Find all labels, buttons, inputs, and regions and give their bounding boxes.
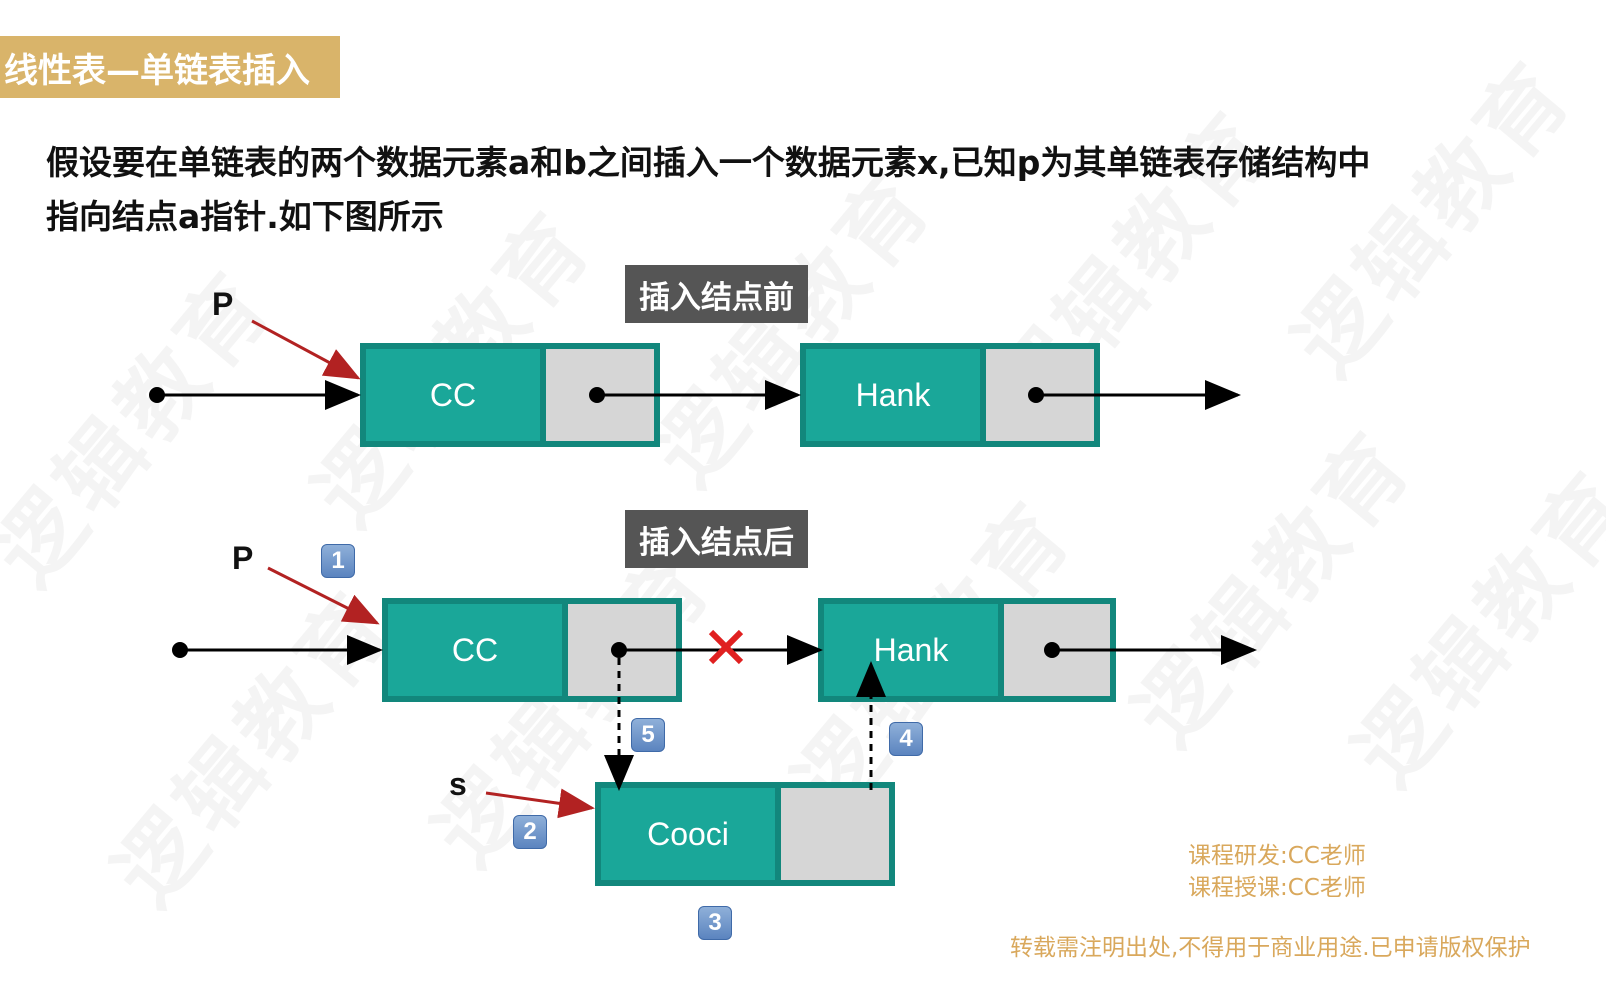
node-data: CC bbox=[388, 604, 568, 696]
step-badge-4: 4 bbox=[889, 722, 923, 756]
description-line-2: 指向结点a指针.如下图所示 bbox=[46, 197, 444, 236]
step-badge-1: 1 bbox=[321, 544, 355, 578]
description-line-1: 假设要在单链表的两个数据元素a和b之间插入一个数据元素x,已知p为其单链表存储结… bbox=[46, 143, 1371, 182]
pointer-p-arrow-after bbox=[267, 566, 380, 625]
pointer-s-arrow bbox=[485, 788, 595, 819]
step-badge-2: 2 bbox=[513, 815, 547, 849]
page-title: 线性表—单链表插入 bbox=[0, 36, 340, 98]
before-label: 插入结点前 bbox=[625, 265, 808, 323]
pointer-s-label: s bbox=[449, 766, 467, 802]
pointer-p-label-after: P bbox=[232, 540, 254, 576]
copyright-notice: 转载需注明出处,不得用于商业用途.已申请版权保护 bbox=[1010, 935, 1531, 961]
node-data: Hank bbox=[824, 604, 1004, 696]
pointer-p-arrow-before bbox=[251, 319, 361, 380]
credit-teach: 课程授课:CC老师 bbox=[1188, 875, 1366, 901]
step-badge-3: 3 bbox=[698, 906, 732, 940]
node-data: Cooci bbox=[601, 788, 781, 880]
step-badge-5: 5 bbox=[631, 718, 665, 752]
node-data: Hank bbox=[806, 349, 986, 441]
after-label: 插入结点后 bbox=[625, 510, 808, 568]
credit-dev: 课程研发:CC老师 bbox=[1188, 843, 1366, 869]
cross-icon bbox=[708, 629, 744, 665]
description: 假设要在单链表的两个数据元素a和b之间插入一个数据元素x,已知p为其单链表存储结… bbox=[46, 136, 1566, 244]
node-data: CC bbox=[366, 349, 546, 441]
node-cooci: Cooci bbox=[595, 782, 895, 886]
node-next-field bbox=[781, 788, 889, 880]
pointer-p-label-before: P bbox=[212, 286, 234, 322]
